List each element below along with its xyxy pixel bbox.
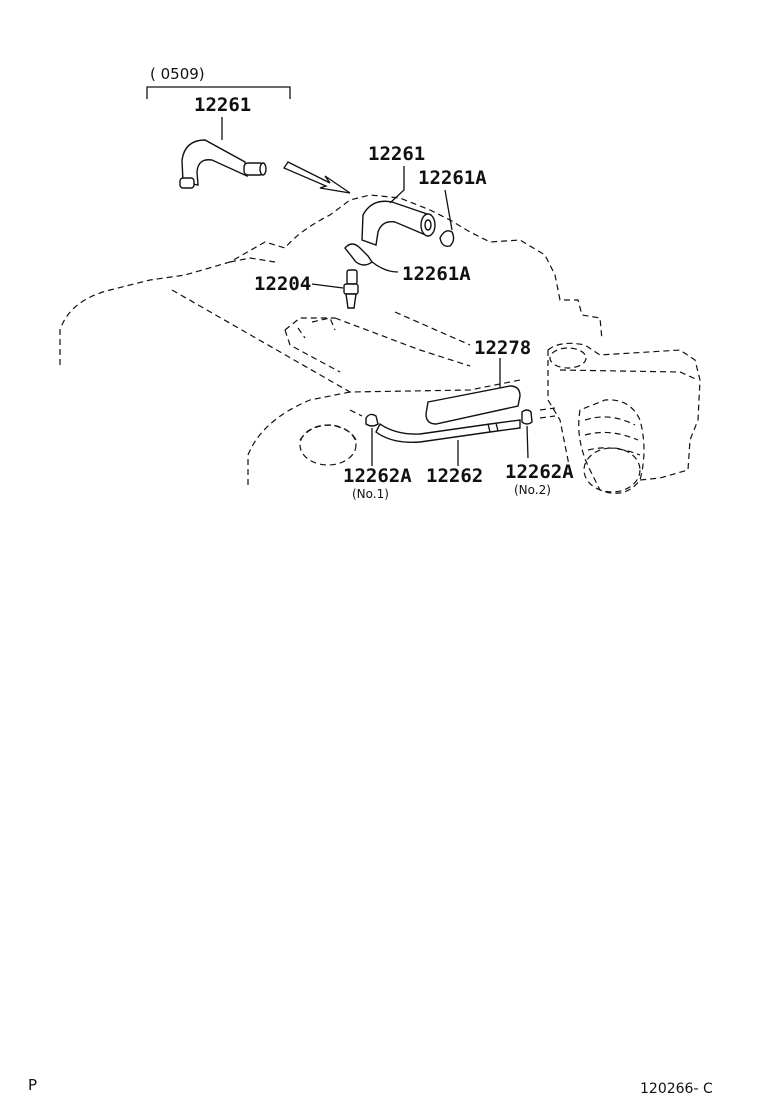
engine-cover-outline bbox=[59, 194, 603, 485]
label-12204: 12204 bbox=[254, 273, 311, 295]
label-12261a-top: 12261A bbox=[418, 167, 487, 189]
hose-12262-part bbox=[375, 419, 521, 466]
label-12262a-no2: 12262A bbox=[505, 461, 574, 483]
label-no2-sub: (No.2) bbox=[514, 483, 551, 497]
bracket bbox=[146, 86, 291, 99]
air-cleaner-assembly bbox=[539, 342, 701, 494]
label-no1-sub: (No.1) bbox=[352, 487, 389, 501]
hose-12278-part bbox=[425, 358, 521, 425]
drawing-code: 120266- C bbox=[640, 1081, 713, 1097]
label-12262: 12262 bbox=[426, 465, 483, 487]
direction-arrow bbox=[283, 161, 351, 194]
clip-12261a-top-part bbox=[439, 189, 455, 248]
clamp-12262a-no1-part bbox=[349, 409, 379, 466]
date-note: ( 0509) bbox=[150, 65, 205, 83]
clamp-12262a-no2-part bbox=[521, 409, 533, 459]
label-12261-top: 12261 bbox=[194, 94, 251, 116]
label-12261: 12261 bbox=[368, 143, 425, 165]
hose-12261-detail-part bbox=[179, 117, 267, 189]
label-12262a-no1: 12262A bbox=[343, 465, 412, 487]
oil-filler-cap bbox=[299, 424, 357, 466]
clip-12261a-part bbox=[344, 243, 399, 273]
label-12278: 12278 bbox=[474, 337, 531, 359]
pcv-valve-12204-part bbox=[311, 269, 359, 309]
page-letter: P bbox=[28, 1076, 38, 1094]
label-12261a: 12261A bbox=[402, 263, 471, 285]
hose-12261-part bbox=[361, 166, 436, 246]
